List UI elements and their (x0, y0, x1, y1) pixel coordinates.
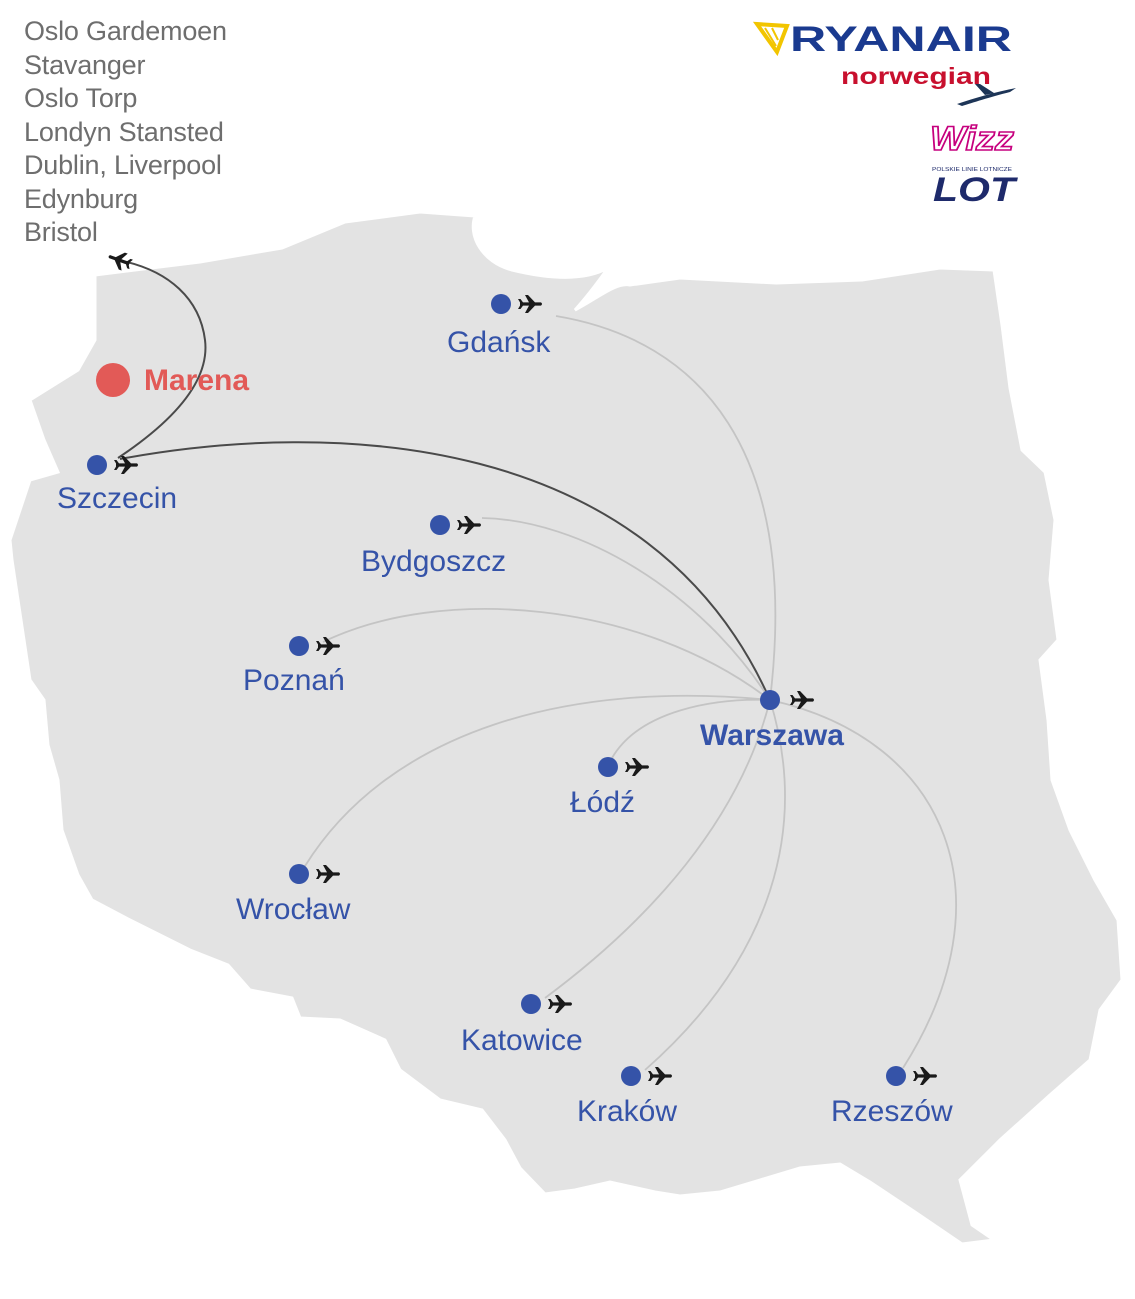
city-label: Bydgoszcz (361, 545, 506, 578)
city-label: Gdańsk (447, 326, 551, 359)
city-dot (289, 636, 309, 656)
airplane-icon (105, 247, 135, 273)
hub-dot (760, 690, 780, 710)
harp-icon (752, 21, 790, 57)
norwegian-text: norwegian (841, 63, 991, 89)
city-rzeszow: Rzeszów (831, 1066, 953, 1128)
route-lodz (611, 698, 771, 759)
city-dot (521, 994, 541, 1014)
city-dot (598, 757, 618, 777)
airplane-icon (957, 84, 1016, 106)
city-label: Rzeszów (831, 1095, 953, 1128)
city-label: Szczecin (57, 482, 177, 515)
city-lodz: Łódź (570, 757, 649, 819)
city-katowice: Katowice (461, 994, 583, 1057)
city-dot (289, 864, 309, 884)
city-warszawa: Warszawa (700, 690, 844, 752)
city-label: Katowice (461, 1024, 583, 1057)
marena-dot (96, 363, 130, 397)
destination-item: Londyn Stansted (24, 116, 224, 147)
marena-label: Marena (144, 364, 249, 397)
ryanair-logo: RYANAIR (752, 20, 1012, 59)
route-rzeszow (769, 699, 957, 1069)
city-dot (886, 1066, 906, 1086)
routes (105, 247, 957, 1071)
destination-item: Bristol (24, 217, 98, 247)
city-label: Poznań (243, 664, 345, 697)
lot-logo: POLSKIE LINIE LOTNICZE LOT (932, 167, 1019, 209)
ryanair-text: RYANAIR (790, 20, 1012, 59)
city-label: Łódź (570, 786, 635, 819)
city-dot (87, 455, 107, 475)
hub-label: Warszawa (700, 719, 844, 752)
route-international (117, 259, 207, 459)
route-szczecin (119, 441, 771, 701)
lot-tagline: POLSKIE LINIE LOTNICZE (932, 167, 1013, 173)
poland-map (8, 210, 1124, 1246)
city-dot (491, 294, 511, 314)
route-bydgoszcz (481, 517, 771, 701)
destination-item: Dublin, Liverpool (24, 150, 222, 180)
destination-item: Oslo Gardemoen (24, 16, 227, 46)
city-dot (621, 1066, 641, 1086)
city-krakow: Kraków (577, 1066, 677, 1128)
route-gdansk (555, 315, 777, 701)
city-szczecin: Szczecin (57, 455, 177, 515)
destination-list: Oslo Gardemoen Stavanger Oslo Torp Londy… (24, 15, 227, 250)
destination-item: Oslo Torp (24, 83, 138, 113)
destination-item: Stavanger (24, 49, 146, 80)
route-wroclaw (304, 694, 771, 867)
city-dot (430, 515, 450, 535)
wizz-logo: Wizz (929, 119, 1015, 159)
wizz-text: Wizz (930, 120, 1014, 158)
city-label: Kraków (577, 1095, 677, 1128)
norwegian-logo: norwegian (841, 63, 1016, 106)
city-wroclaw: Wrocław (236, 864, 351, 926)
city-gdansk: Gdańsk (447, 294, 551, 359)
lot-text: LOT (933, 171, 1019, 209)
city-label: Wrocław (236, 893, 351, 926)
city-poznan: Poznań (243, 636, 345, 697)
route-katowice (544, 699, 771, 999)
route-poznan (322, 608, 771, 701)
city-bydgoszcz: Bydgoszcz (361, 515, 506, 578)
route-krakow (644, 699, 786, 1071)
cities: GdańskSzczecinBydgoszczPoznańŁódźWrocław… (57, 294, 953, 1128)
destination-item: Edynburg (24, 183, 138, 214)
